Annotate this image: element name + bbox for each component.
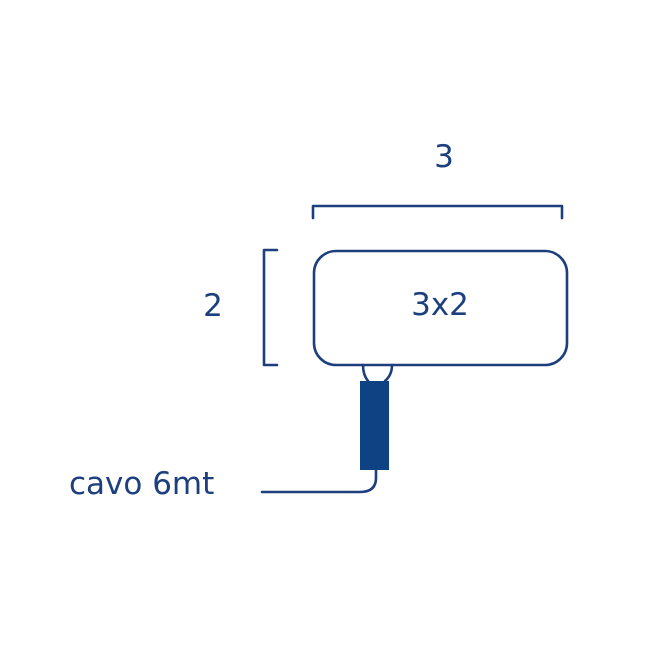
cable-connector [360,381,389,470]
cable-length-label: cavo 6mt [69,466,214,502]
width-label: 3 [434,139,454,175]
height-dimension-bracket [262,248,279,367]
panel-size-label: 3x2 [411,287,469,323]
cable-wire-right [383,363,394,383]
width-dimension-bracket [311,204,564,220]
cable-line [260,468,378,494]
height-label: 2 [203,288,223,324]
panel-outline [312,249,569,367]
cable-wire-left [361,363,370,383]
